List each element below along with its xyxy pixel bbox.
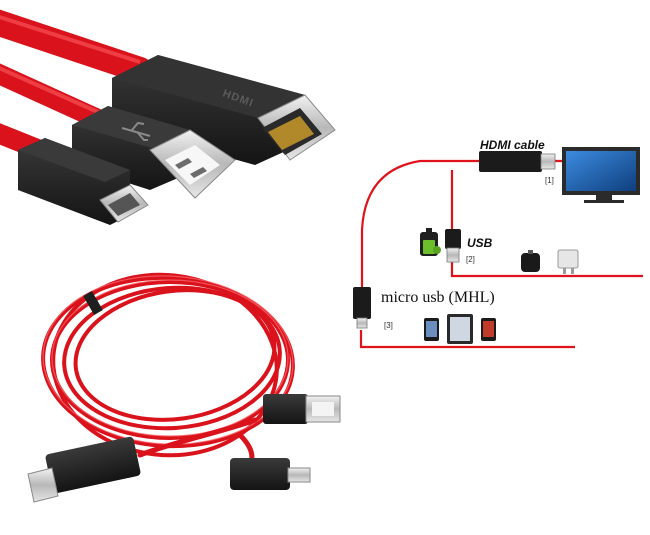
- diagram-usb-plug: [445, 229, 461, 263]
- connection-tag-3: [3]: [384, 321, 393, 330]
- battery-icon: [420, 228, 441, 256]
- micro-usb-connector: [18, 138, 149, 225]
- connection-tag-2: [2]: [466, 255, 475, 264]
- phone-icon: [481, 318, 496, 341]
- coiled-cable-photo: [27, 272, 341, 503]
- usb-power-adapter-icon: [521, 250, 540, 272]
- cable-tie: [83, 290, 103, 316]
- tablet-icon: [447, 314, 473, 344]
- connector-closeup-photo: HDMI: [0, 9, 336, 225]
- connection-diagram: [353, 147, 643, 349]
- diagram-micro-usb-plug: [353, 287, 371, 329]
- smartphone-icon: [424, 318, 439, 341]
- diagram-hdmi-plug: [479, 151, 556, 172]
- hdmi-cable-label: HDMI cable: [480, 138, 545, 152]
- coil-usb-a-connector: [263, 394, 341, 424]
- coil-micro-usb-connector: [230, 458, 311, 490]
- micro-usb-label: micro usb (MHL): [381, 289, 495, 306]
- usb-symbol-icon: [121, 121, 151, 141]
- usb-label: USB: [467, 236, 493, 250]
- connection-tag-1: [1]: [545, 176, 554, 185]
- coil-hdmi-connector: [27, 436, 141, 503]
- monitor-icon: [562, 147, 640, 203]
- usb-wall-charger-icon: [557, 249, 579, 274]
